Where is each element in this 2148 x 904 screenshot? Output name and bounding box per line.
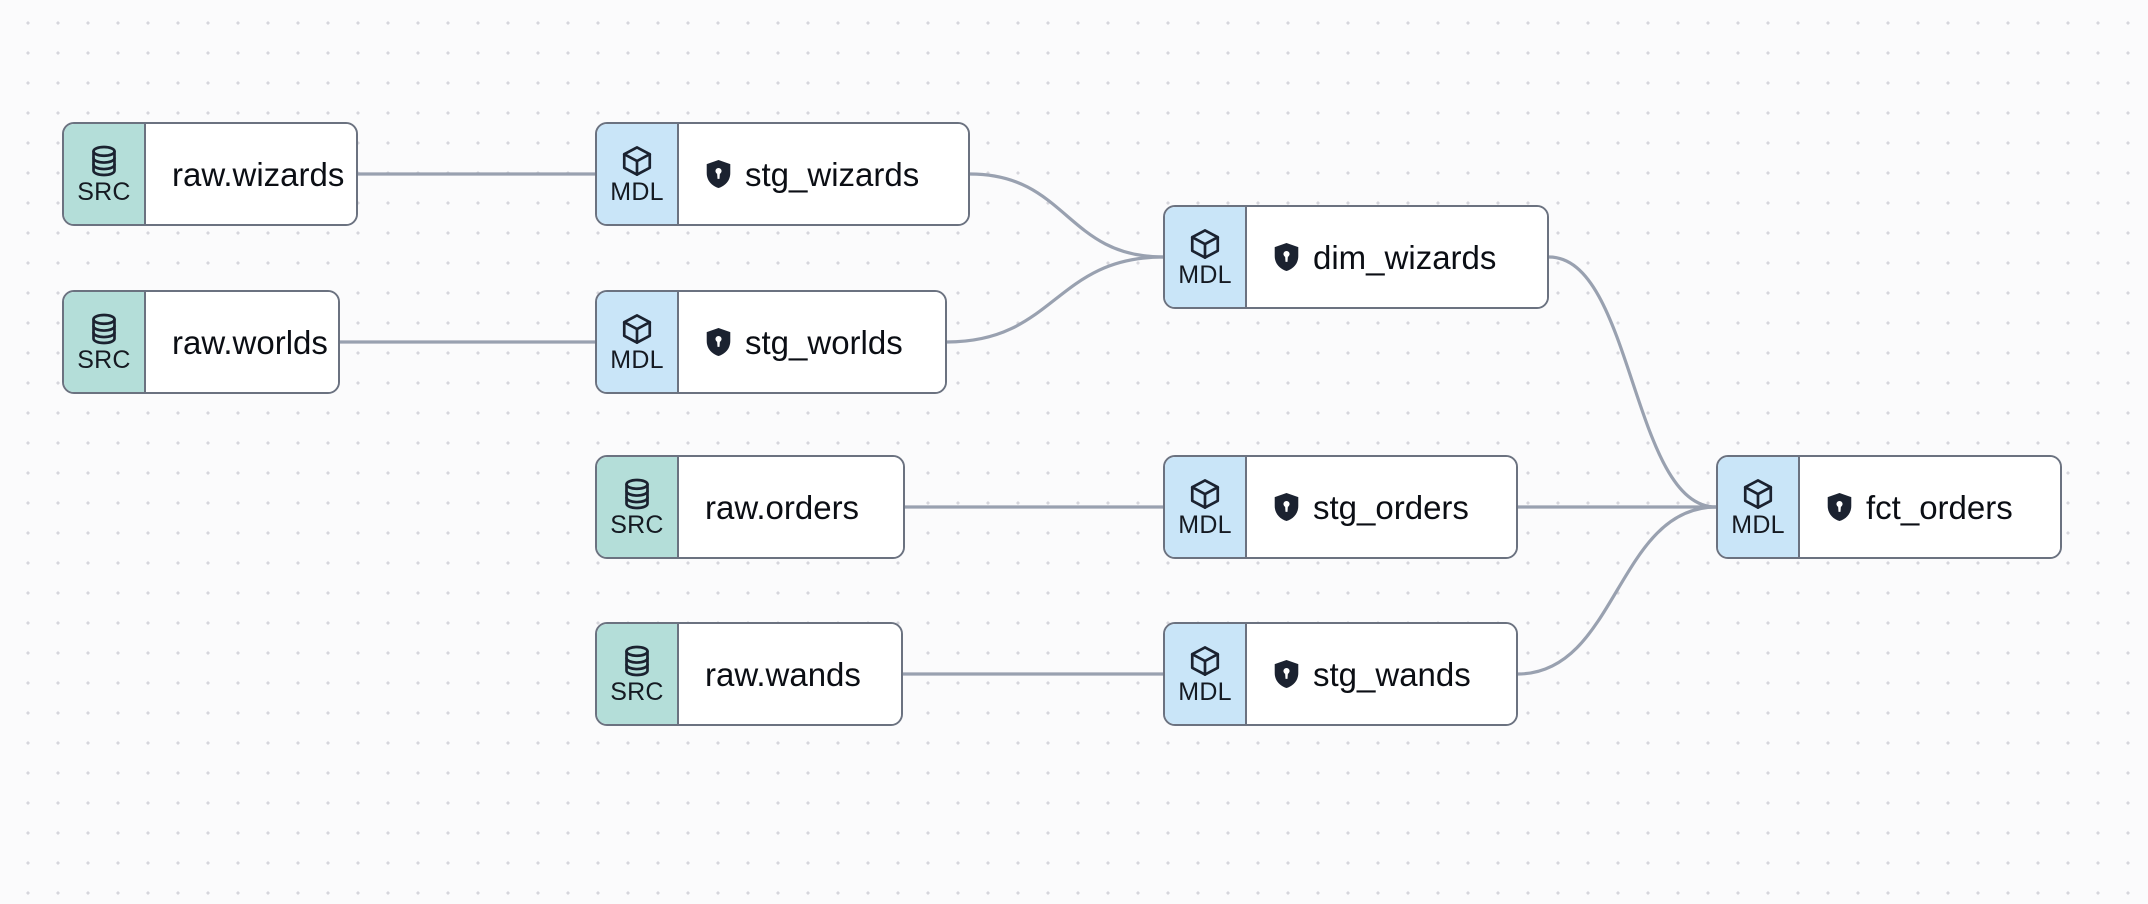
node-label: fct_orders	[1866, 488, 2013, 526]
shield-lock-icon	[706, 160, 731, 188]
shield-lock-icon-wrap	[1273, 492, 1300, 522]
lineage-node-stg_wizards[interactable]: MDL stg_wizards	[595, 122, 970, 226]
node-kind-badge-src: SRC	[597, 624, 679, 724]
cube-icon	[1743, 478, 1773, 509]
node-body: fct_orders	[1800, 457, 2060, 557]
shield-lock-icon-wrap	[1273, 242, 1300, 272]
node-label: stg_worlds	[745, 323, 903, 361]
database-cylinder-icon	[92, 313, 116, 344]
node-label: raw.wands	[705, 655, 861, 693]
shield-lock-icon	[706, 328, 731, 356]
node-label: raw.worlds	[172, 323, 328, 361]
shield-lock-icon	[1274, 493, 1299, 521]
shield-lock-icon	[1274, 243, 1299, 271]
lineage-edge	[968, 172, 1165, 259]
shield-lock-icon-wrap	[1273, 659, 1300, 689]
node-body: stg_orders	[1247, 457, 1516, 557]
shield-lock-icon	[1827, 493, 1852, 521]
node-kind-label: MDL	[610, 345, 664, 374]
node-label: stg_orders	[1313, 488, 1469, 526]
node-kind-badge-src: SRC	[64, 124, 146, 224]
lineage-node-stg_wands[interactable]: MDL stg_wands	[1163, 622, 1518, 726]
node-kind-label: MDL	[1178, 260, 1232, 289]
lineage-edge	[1516, 505, 1718, 676]
shield-lock-icon-wrap	[705, 159, 732, 189]
node-kind-label: SRC	[77, 345, 131, 374]
shield-lock-icon-wrap	[1826, 492, 1853, 522]
shield-lock-icon	[1274, 660, 1299, 688]
database-cylinder-icon	[625, 645, 649, 676]
node-kind-label: MDL	[1178, 510, 1232, 539]
shield-lock-icon-wrap	[705, 327, 732, 357]
lineage-node-stg_orders[interactable]: MDL stg_orders	[1163, 455, 1518, 559]
cube-icon	[1190, 645, 1220, 676]
cube-icon	[622, 145, 652, 176]
node-kind-badge-mdl: MDL	[1165, 207, 1247, 307]
lineage-node-raw_worlds[interactable]: SRC raw.worlds	[62, 290, 340, 394]
node-kind-label: SRC	[77, 177, 131, 206]
cube-icon	[1190, 478, 1220, 509]
database-cylinder-icon	[92, 145, 116, 176]
lineage-edge	[1547, 255, 1718, 509]
node-label: raw.wizards	[172, 155, 345, 193]
node-body: raw.orders	[679, 457, 903, 557]
lineage-node-raw_orders[interactable]: SRC raw.orders	[595, 455, 905, 559]
node-body: stg_worlds	[679, 292, 945, 392]
node-kind-badge-src: SRC	[597, 457, 679, 557]
node-kind-badge-mdl: MDL	[1718, 457, 1800, 557]
lineage-node-stg_worlds[interactable]: MDL stg_worlds	[595, 290, 947, 394]
node-kind-label: MDL	[1178, 677, 1232, 706]
node-kind-label: MDL	[1731, 510, 1785, 539]
node-body: dim_wizards	[1247, 207, 1547, 307]
database-cylinder-icon	[625, 478, 649, 509]
node-kind-label: SRC	[610, 677, 664, 706]
node-kind-badge-mdl: MDL	[597, 124, 679, 224]
cube-icon	[1190, 228, 1220, 259]
node-label: stg_wizards	[745, 155, 920, 193]
cube-icon	[622, 313, 652, 344]
node-label: raw.orders	[705, 488, 860, 526]
node-body: raw.wands	[679, 624, 901, 724]
node-body: raw.wizards	[146, 124, 356, 224]
node-body: stg_wizards	[679, 124, 968, 224]
node-kind-label: MDL	[610, 177, 664, 206]
node-body: raw.worlds	[146, 292, 338, 392]
node-kind-badge-src: SRC	[64, 292, 146, 392]
node-kind-badge-mdl: MDL	[1165, 457, 1247, 557]
node-label: dim_wizards	[1313, 238, 1497, 276]
node-label: stg_wands	[1313, 655, 1471, 693]
lineage-node-raw_wands[interactable]: SRC raw.wands	[595, 622, 903, 726]
lineage-node-raw_wizards[interactable]: SRC raw.wizards	[62, 122, 358, 226]
lineage-edge	[945, 255, 1165, 344]
node-kind-badge-mdl: MDL	[597, 292, 679, 392]
node-kind-badge-mdl: MDL	[1165, 624, 1247, 724]
node-body: stg_wands	[1247, 624, 1516, 724]
lineage-node-fct_orders[interactable]: MDL fct_orders	[1716, 455, 2062, 559]
node-kind-label: SRC	[610, 510, 664, 539]
lineage-node-dim_wizards[interactable]: MDL dim_wizards	[1163, 205, 1549, 309]
